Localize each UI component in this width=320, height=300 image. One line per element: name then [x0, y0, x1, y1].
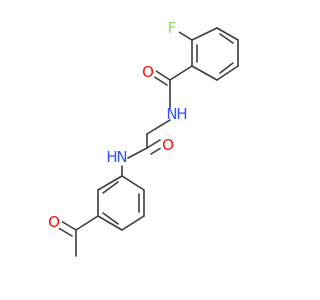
bond [121, 175, 145, 191]
atom-label-h: H [106, 148, 117, 166]
atom-o-amide1: O [140, 63, 156, 81]
bond [152, 75, 168, 86]
bond [191, 27, 218, 41]
bond [219, 62, 234, 74]
bond [146, 139, 161, 149]
bond [97, 175, 123, 191]
atom-o-ketone: O [46, 213, 62, 231]
bond-layer [56, 27, 239, 257]
atom-label-h: H [176, 105, 187, 123]
bond [102, 181, 119, 194]
bond [97, 215, 123, 231]
bond [216, 27, 239, 41]
bond [191, 65, 218, 81]
atom-nh-amide1: N H [166, 105, 187, 123]
atom-label-f: F [168, 19, 177, 37]
atom-label-n: N [116, 148, 127, 166]
molecule-structure: F O N H O H N O [46, 19, 239, 257]
atom-label-n: N [166, 105, 177, 123]
atom-label-o: O [48, 213, 60, 231]
atom-o-amide2: O [160, 136, 176, 154]
bond [219, 33, 234, 44]
atom-f: F [164, 19, 180, 37]
bond [121, 215, 145, 231]
bond [169, 65, 193, 81]
bond [155, 70, 171, 81]
bond [216, 65, 239, 81]
bond [178, 31, 193, 41]
bond [75, 215, 99, 231]
bond [60, 220, 77, 231]
atom-label-o: O [142, 63, 154, 81]
bond [127, 147, 148, 159]
bond [56, 226, 73, 237]
bond [102, 212, 119, 225]
atom-hn-amide2: H N [106, 148, 128, 166]
atom-layer: F O N H O H N O [46, 19, 188, 231]
bond [146, 119, 171, 135]
atom-label-o: O [162, 136, 174, 154]
